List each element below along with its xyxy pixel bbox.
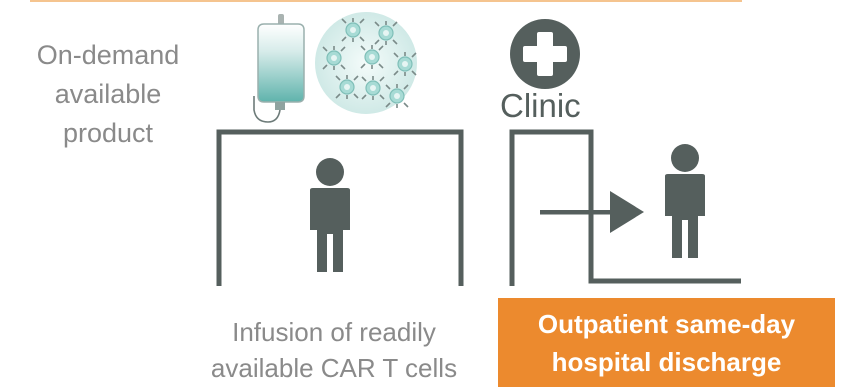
on-demand-caption: On-demand available product [8, 36, 208, 153]
infusion-room-frame [216, 129, 464, 286]
on-demand-caption-line3: product [62, 118, 154, 148]
clinic-label: Clinic [500, 87, 581, 124]
person-icon [665, 144, 705, 258]
infusion-caption-line1: Infusion of readily [232, 317, 436, 347]
infusion-caption-line2: available CAR T cells [210, 353, 458, 383]
on-demand-caption-line2: available [54, 79, 162, 109]
medical-cross-icon [510, 19, 580, 89]
on-demand-caption-line1: On-demand [36, 40, 180, 70]
person-icon [310, 158, 350, 272]
doorway-icon [509, 129, 741, 286]
discharge-line2: hospital discharge [551, 346, 782, 377]
discharge-highlight-box: Outpatient same-day hospital discharge [498, 298, 835, 387]
arrow-right-icon [540, 191, 644, 233]
top-divider [30, 0, 742, 2]
car-t-cells-icon [313, 10, 419, 116]
infusion-caption: Infusion of readily available CAR T cell… [176, 314, 492, 386]
discharge-line1: Outpatient same-day [537, 308, 796, 339]
iv-bag-icon [253, 14, 305, 123]
